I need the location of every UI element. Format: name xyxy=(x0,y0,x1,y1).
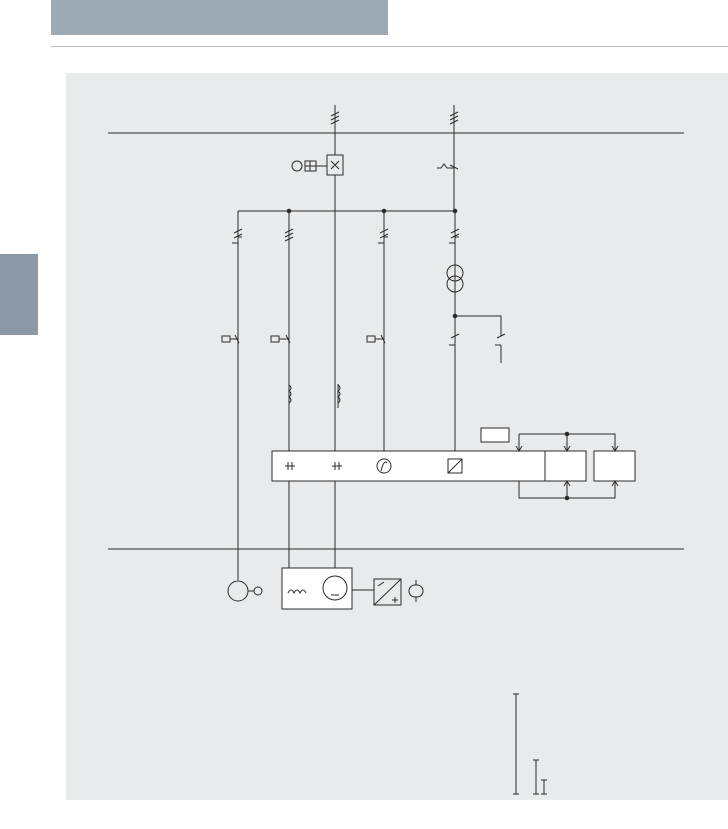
circuit-breaker-icon xyxy=(291,154,344,451)
branch-3 xyxy=(337,384,341,408)
fan-icon xyxy=(227,580,249,602)
branch-1 xyxy=(221,211,263,602)
transformer-icon xyxy=(446,264,464,293)
branch-5 xyxy=(446,211,506,451)
header-rule xyxy=(51,46,728,47)
motor-icon xyxy=(322,575,348,601)
coil-icon xyxy=(337,384,341,404)
branch-2 xyxy=(270,211,294,451)
header-bar xyxy=(51,0,388,35)
supply-feeder-right xyxy=(449,105,459,212)
drive-group xyxy=(281,481,424,610)
converter-icon xyxy=(373,578,402,606)
coil-icon xyxy=(288,384,292,404)
fuse-symbol-icon xyxy=(232,228,243,244)
control-module xyxy=(271,427,636,501)
switch-top-right xyxy=(437,163,459,170)
diagram-panel xyxy=(66,73,728,800)
side-tab[interactable] xyxy=(0,254,38,335)
branch-4 xyxy=(366,211,389,451)
supply-feeder-left xyxy=(330,105,340,155)
level-marks xyxy=(513,693,547,795)
